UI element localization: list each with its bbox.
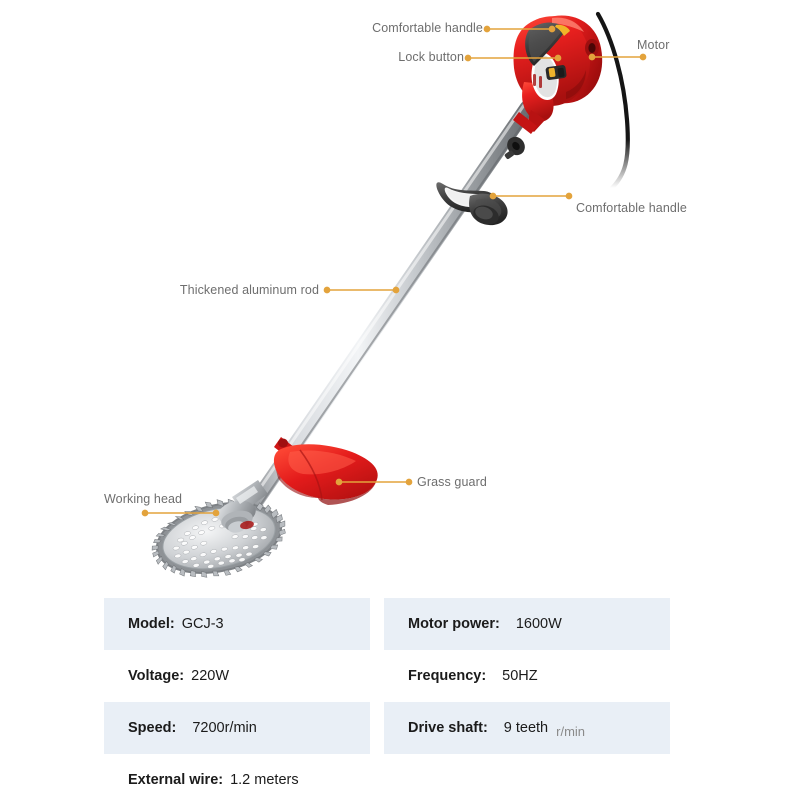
table-row: Voltage: 220W Frequency: 50HZ <box>104 650 680 702</box>
spec-value: 220W <box>191 668 230 684</box>
callout-label-comfortable-handle-aux: Comfortable handle <box>576 201 687 215</box>
spec-key: Voltage: <box>128 668 185 684</box>
spec-cell-model: Model: GCJ-3 <box>104 598 370 650</box>
spec-cell-speed: Speed: 7200r/min <box>104 702 370 754</box>
power-cord <box>595 11 630 191</box>
gearbox-hub <box>218 480 268 533</box>
table-row: Speed: 7200r/min Drive shaft: 9 teeth r/… <box>104 702 680 754</box>
specification-table: Model: GCJ-3 Motor power: 1600W Voltage:… <box>104 598 680 806</box>
spec-key: Frequency: <box>408 668 487 684</box>
callout-label-thickened-aluminum-rod: Thickened aluminum rod <box>167 283 319 297</box>
spec-key: Speed: <box>128 720 177 736</box>
table-row: External wire: 1.2 meters <box>104 754 680 806</box>
spec-value: 9 teeth <box>503 720 549 736</box>
callout-label-comfortable-handle-main: Comfortable handle <box>359 21 483 35</box>
spec-value: GCJ-3 <box>181 616 224 632</box>
spec-cell-empty <box>384 754 670 806</box>
callout-text: Motor <box>637 38 670 52</box>
callout-label-lock-button: Lock button <box>380 50 464 64</box>
spec-cell-motor-power: Motor power: 1600W <box>384 598 670 650</box>
working-head <box>151 480 286 578</box>
callout-text: Thickened aluminum rod <box>179 283 319 297</box>
spec-value: 1.2 meters <box>230 772 299 788</box>
callout-text: Working head <box>104 492 183 506</box>
spec-cell-frequency: Frequency: 50HZ <box>384 650 670 702</box>
callout-text: Grass guard <box>417 475 487 489</box>
callout-label-motor: Motor <box>637 38 669 52</box>
grass-guard <box>273 444 378 505</box>
spec-key: Motor power: <box>408 616 500 632</box>
table-row: Model: GCJ-3 Motor power: 1600W <box>104 598 680 650</box>
callout-label-working-head: Working head <box>104 492 182 506</box>
callout-text: Comfortable handle <box>372 21 483 35</box>
spec-cell-voltage: Voltage: 220W <box>104 650 370 702</box>
spec-value: 50HZ <box>502 668 538 684</box>
spec-key: External wire: <box>128 772 224 788</box>
spec-key: Drive shaft: <box>408 720 488 736</box>
spec-cell-external-wire: External wire: 1.2 meters <box>104 754 370 806</box>
cable-clip <box>504 136 525 159</box>
spec-value: 7200r/min <box>192 720 257 736</box>
auxiliary-handle <box>436 182 508 226</box>
spec-key: Model: <box>128 616 175 632</box>
product-illustration <box>141 11 647 578</box>
callout-text: Comfortable handle <box>576 201 687 215</box>
callout-label-grass-guard: Grass guard <box>417 475 487 489</box>
callout-text: Lock button <box>398 50 464 64</box>
callout-leader-lines <box>141 25 647 517</box>
spec-value-suffix: r/min <box>556 723 586 739</box>
spec-cell-drive-shaft: Drive shaft: 9 teeth r/min <box>384 702 670 754</box>
spec-value: 1600W <box>515 616 562 632</box>
motor-handle-assembly <box>513 15 603 134</box>
